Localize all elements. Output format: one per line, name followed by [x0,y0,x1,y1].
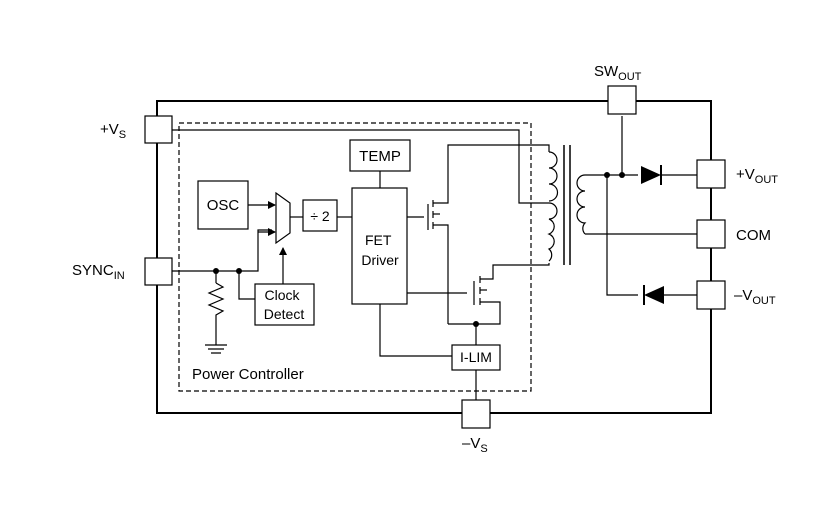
clock-detect-block [254,283,315,326]
mux-symbol [275,191,291,245]
power-controller-label: Power Controller [192,366,304,383]
pin-sync-in [144,257,173,286]
temp-label: TEMP [359,148,401,165]
diode-negative [643,285,664,305]
pin-vout-neg [696,280,726,310]
pin-vout-pos [696,159,726,189]
pin-label-vout-neg: –VOUT [734,287,776,307]
divider-label: ÷ 2 [310,208,330,224]
divider-block [302,199,338,232]
fet-driver-label-line2: Driver [361,252,399,268]
diode-positive [641,165,662,185]
power-controller-region [178,122,532,392]
osc-block [197,180,249,230]
temp-block [349,139,411,172]
pin-vs-neg [461,399,491,429]
pin-sw-out [607,85,637,115]
ilim-block [451,344,501,371]
package-outline [156,100,712,414]
pin-label-vout-pos: +VOUT [736,166,778,186]
clock-detect-label: Clock Detect [264,287,305,322]
pin-label-sw-out: SWOUT [594,63,642,83]
pin-label-vs-neg: –VS [462,435,488,455]
fet-driver-label-line1: FET [365,232,392,248]
pin-label-com: COM [736,227,771,244]
ilim-label: I-LIM [460,349,492,365]
osc-label: OSC [207,197,240,214]
pin-vs-pos [144,115,173,144]
fet-driver-label: FET Driver [361,232,399,268]
clock-detect-label-line1: Clock [265,287,301,303]
pin-com [696,219,726,249]
wires [172,116,697,400]
junction-dots [213,172,625,327]
clock-detect-label-line2: Detect [264,306,305,322]
pin-label-vs-pos: +VS [100,121,126,141]
fet-driver-block [351,187,408,305]
pin-label-sync-in: SYNCIN [72,262,125,282]
